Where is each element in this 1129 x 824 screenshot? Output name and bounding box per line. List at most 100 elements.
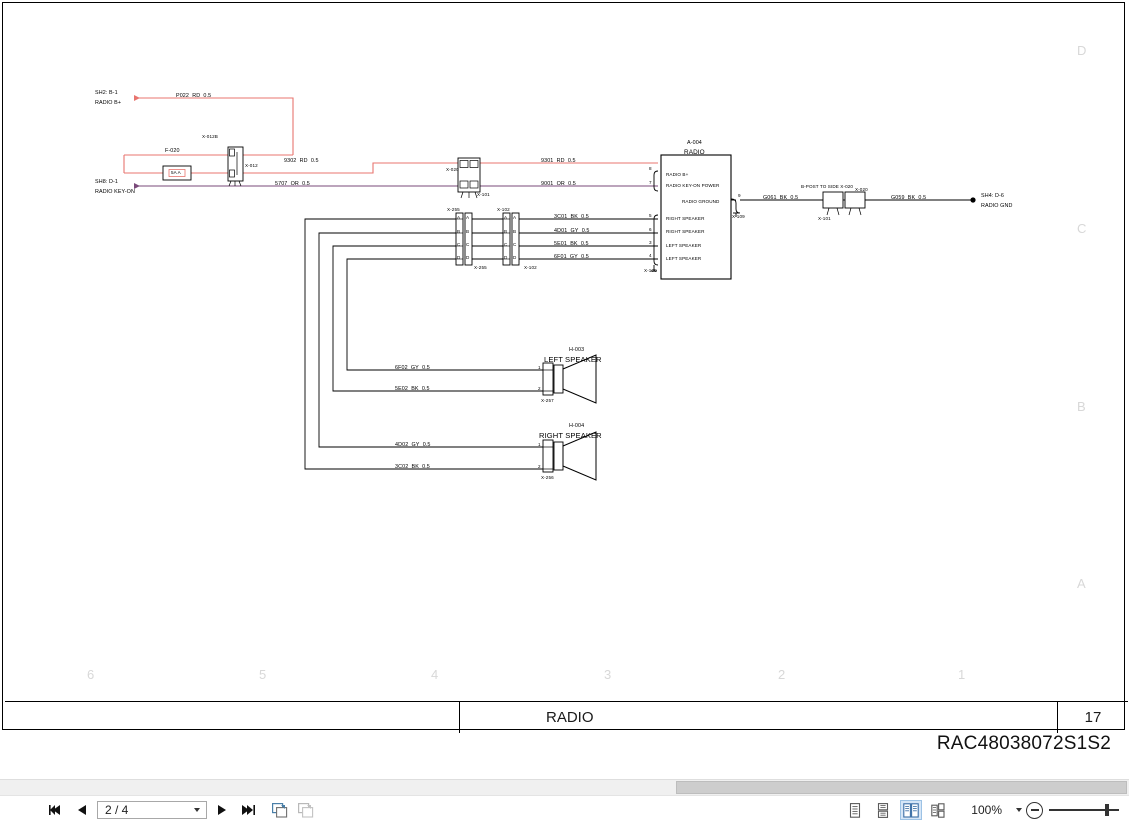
- radio-pin-label-left-speaker-3: LEFT SPEAKER: [666, 243, 702, 248]
- right-speaker-component-id: H-004: [569, 423, 585, 429]
- wire-label-6f01: 6F01 GY 0.5: [554, 254, 589, 260]
- grid-ref-col-5: 5: [259, 667, 267, 682]
- radio-pin-label-key-on-power: RADIO KEY-ON POWER: [666, 183, 720, 188]
- wire-label-9301: 9301 RD 0.5: [541, 158, 576, 164]
- fit-page-button[interactable]: [270, 800, 290, 820]
- zoom-slider-thumb[interactable]: [1105, 804, 1109, 816]
- connector-label-x109-bottom: X-109: [644, 268, 657, 273]
- page-number-value: 2 / 4: [105, 803, 129, 817]
- x255b-pin-b: B: [466, 229, 470, 234]
- radio-component-id: A-004: [687, 140, 702, 146]
- radio-pin-label-ground: RADIO GROUND: [682, 199, 720, 204]
- sheet-ref-sh2: SH2: B-1: [95, 90, 118, 96]
- radio-pin-number-6: 6: [649, 227, 652, 232]
- connector-label-x255-bottom: X-255: [474, 265, 487, 270]
- left-speaker-component-id: H-003: [569, 347, 585, 353]
- wire-label-g059: G059 BK 0.5: [891, 195, 927, 201]
- zoom-slider[interactable]: [1049, 803, 1119, 817]
- zoom-slider-track: [1049, 809, 1119, 811]
- radio-pin-label-right-speaker-6: RIGHT SPEAKER: [666, 229, 705, 234]
- last-page-button[interactable]: [238, 800, 258, 820]
- viewer-toolbar: 2 / 4: [0, 795, 1129, 824]
- view-mode-book-view[interactable]: [928, 800, 950, 820]
- radio-pin-number-8: 8: [649, 166, 652, 171]
- connector-label-x020-inline: X-020: [446, 167, 459, 172]
- connector-label-x255-top: X-255: [447, 207, 460, 212]
- x255-pin-c: C: [457, 242, 461, 247]
- wiring-diagram-canvas: D C B A 6 5 4 3 2 1: [3, 3, 1126, 693]
- radio-pin-label-left-speaker-4: LEFT SPEAKER: [666, 256, 702, 261]
- left-speaker-pin-1: 1: [538, 365, 541, 370]
- connector-label-x101-ground: X-101: [818, 216, 831, 221]
- connector-label-x020-ground: X-020: [855, 187, 868, 192]
- grid-ref-col-6: 6: [87, 667, 95, 682]
- radio-pin-number-5: 5: [649, 213, 652, 218]
- left-speaker-component-name: LEFT SPEAKER: [544, 355, 602, 364]
- radio-pin-number-3: 3: [649, 240, 652, 245]
- note-b-post: B-POST TO SIDE X-020: [801, 184, 854, 189]
- right-speaker-component-name: RIGHT SPEAKER: [539, 431, 602, 440]
- radio-component-name: RADIO: [684, 149, 705, 156]
- x255-pin-a: A: [457, 215, 461, 220]
- sheet-ref-sh8: SH8: D-1: [95, 179, 118, 185]
- connector-label-x257: X-257: [541, 398, 554, 403]
- title-block: RADIO 17: [5, 701, 1128, 733]
- wire-label-5707: 5707 OR 0.5: [275, 181, 310, 187]
- radio-pin-label-b-plus: RADIO B+: [666, 172, 689, 177]
- x102b-pin-b: B: [513, 229, 517, 234]
- fuse-rating: 5A A: [171, 170, 181, 175]
- x255b-pin-a: A: [466, 215, 470, 220]
- wire-label-6f02: 6F02 GY 0.5: [395, 365, 430, 371]
- title-block-left-cell: [5, 702, 460, 733]
- x102-pin-b: B: [504, 229, 508, 234]
- radio-pin-label-right-speaker-5: RIGHT SPEAKER: [666, 216, 705, 221]
- title-block-name: RADIO: [460, 702, 1058, 733]
- page-number-select[interactable]: 2 / 4: [97, 801, 207, 819]
- sheet-ref-sh2-name: RADIO B+: [95, 100, 122, 106]
- document-page-area[interactable]: D C B A 6 5 4 3 2 1: [0, 0, 1129, 773]
- horizontal-scrollbar-thumb[interactable]: [676, 781, 1127, 794]
- right-speaker-pin-1: 1: [538, 442, 541, 447]
- x255-pin-d: D: [457, 255, 461, 260]
- connector-label-x109-ground: X-109: [732, 214, 745, 219]
- radio-pin-number-9: 9: [738, 193, 741, 198]
- wire-label-5e01: 5E01 BK 0.5: [554, 241, 589, 247]
- sheet-ref-sh4: SH4: D-6: [981, 193, 1004, 199]
- zoom-chevron-down-icon[interactable]: [1016, 808, 1022, 812]
- view-mode-continuous[interactable]: [872, 800, 894, 820]
- connector-label-x256: X-256: [541, 475, 554, 480]
- x102-pin-d: D: [504, 255, 508, 260]
- wire-label-3c02: 3C02 BK 0.5: [395, 464, 430, 470]
- previous-page-button[interactable]: [72, 800, 92, 820]
- document-code: RAC48038072S1S2: [936, 733, 1111, 754]
- x102b-pin-c: C: [513, 242, 517, 247]
- connector-label-x012: X-012: [245, 163, 258, 168]
- chevron-down-icon: [194, 808, 200, 812]
- schematic-svg: [123, 95, 976, 481]
- first-page-button[interactable]: [46, 800, 66, 820]
- x102-pin-a: A: [504, 215, 508, 220]
- left-speaker-pin-2: 2: [538, 386, 541, 391]
- grid-ref-row-c: C: [1077, 221, 1087, 236]
- title-block-sheet-number: 17: [1084, 709, 1102, 726]
- wire-label-3c01: 3C01 BK 0.5: [554, 214, 589, 220]
- x102b-pin-d: D: [513, 255, 517, 260]
- grid-ref-col-3: 3: [604, 667, 612, 682]
- grid-ref-row-b: B: [1077, 399, 1086, 414]
- grid-ref-col-4: 4: [431, 667, 439, 682]
- zoom-level-value[interactable]: 100%: [971, 803, 1002, 817]
- wire-label-9302: 9302 RD 0.5: [284, 158, 319, 164]
- zoom-out-button[interactable]: [1026, 801, 1043, 819]
- rotate-view-button[interactable]: [296, 800, 316, 820]
- grid-ref-row-a: A: [1077, 576, 1086, 591]
- radio-pin-number-4: 4: [649, 253, 652, 258]
- x255b-pin-d: D: [466, 255, 470, 260]
- next-page-button[interactable]: [212, 800, 232, 820]
- view-mode-two-page[interactable]: [900, 800, 923, 820]
- grid-ref-col-2: 2: [778, 667, 786, 682]
- connector-label-x102-bottom: X-102: [524, 265, 537, 270]
- view-mode-single-page[interactable]: [844, 800, 866, 820]
- connector-label-x102-top: X-102: [497, 207, 510, 212]
- grid-ref-col-1: 1: [958, 667, 966, 682]
- horizontal-scrollbar[interactable]: [0, 779, 1129, 796]
